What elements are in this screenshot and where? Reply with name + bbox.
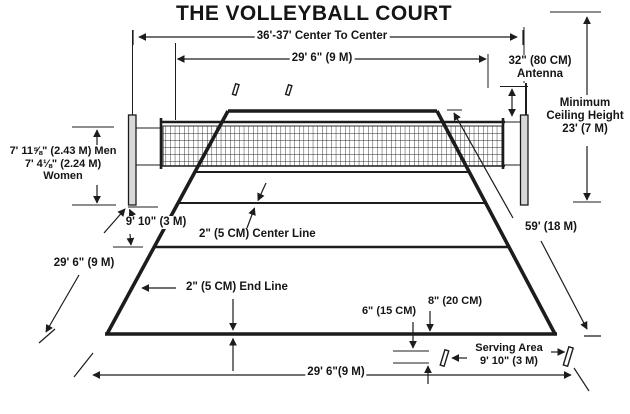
serving-markers bbox=[231, 82, 575, 368]
label-center-line: 2" (5 CM) Center Line bbox=[197, 228, 318, 242]
dim-label-bottom-width: 29' 6"(9 M) bbox=[305, 366, 367, 380]
serving-area-line1: Serving Area bbox=[475, 342, 543, 354]
dim-label-center-to-center: 36'-37' Center To Center bbox=[254, 30, 390, 44]
dim-label-half-court: 29' 6" (9 M) bbox=[51, 257, 117, 271]
dim-label-court-length: 59' (18 M) bbox=[523, 221, 579, 235]
antenna-word: Antenna bbox=[516, 68, 563, 81]
net-mesh bbox=[162, 125, 504, 167]
net-frame bbox=[136, 118, 521, 169]
dim-length-upper bbox=[453, 112, 514, 219]
right-pole bbox=[519, 114, 529, 206]
dim-half-court-lower bbox=[45, 274, 80, 333]
net-height-women-value: 7' 4⅛" (2.24 M) bbox=[24, 157, 102, 170]
label-end-line: 2" (5 CM) End Line bbox=[184, 281, 290, 295]
poles bbox=[127, 83, 529, 206]
dim-label-net-width: 29' 6" (9 M) bbox=[289, 52, 355, 66]
net-height-women-word: Women bbox=[43, 170, 83, 183]
dim-label-6in: 6" (15 CM) bbox=[359, 305, 419, 318]
serving-area-line2: 9' 10" (3 M) bbox=[480, 354, 538, 367]
dim-label-attack-line: 9' 10" (3 M) bbox=[123, 216, 189, 230]
ceiling-line1: Minimum bbox=[559, 97, 611, 109]
ceiling-line3: 23' (7 M) bbox=[562, 123, 608, 136]
court-lines bbox=[154, 171, 509, 249]
ceiling-line2: Ceiling Height bbox=[546, 110, 624, 123]
label-serving-area: Serving Area 9' 10" (3 M) bbox=[473, 342, 545, 368]
net-height-men: 7' 11⅝" (2.43 M) Men bbox=[9, 145, 117, 157]
dim-half-court-upper bbox=[103, 208, 126, 234]
diagram-title: THE VOLLEYBALL COURT bbox=[170, 2, 458, 27]
far-right-marker bbox=[284, 83, 293, 97]
dim-label-net-height: 7' 11⅝" (2.43 M) Men 7' 4⅛" (2.24 M) Wom… bbox=[7, 145, 119, 183]
dim-label-ceiling: Minimum Ceiling Height 23' (7 M) bbox=[544, 97, 626, 137]
antenna-size: 32" (80 CM) bbox=[508, 55, 572, 67]
near-left-marker bbox=[439, 348, 450, 368]
left-pole bbox=[127, 114, 137, 206]
dim-length-lower bbox=[540, 240, 588, 330]
dim-label-8in: 8" (20 CM) bbox=[425, 295, 485, 308]
far-left-marker bbox=[231, 82, 240, 97]
dim-label-antenna: 32" (80 CM) Antenna bbox=[506, 55, 574, 82]
near-right-marker bbox=[562, 345, 575, 368]
